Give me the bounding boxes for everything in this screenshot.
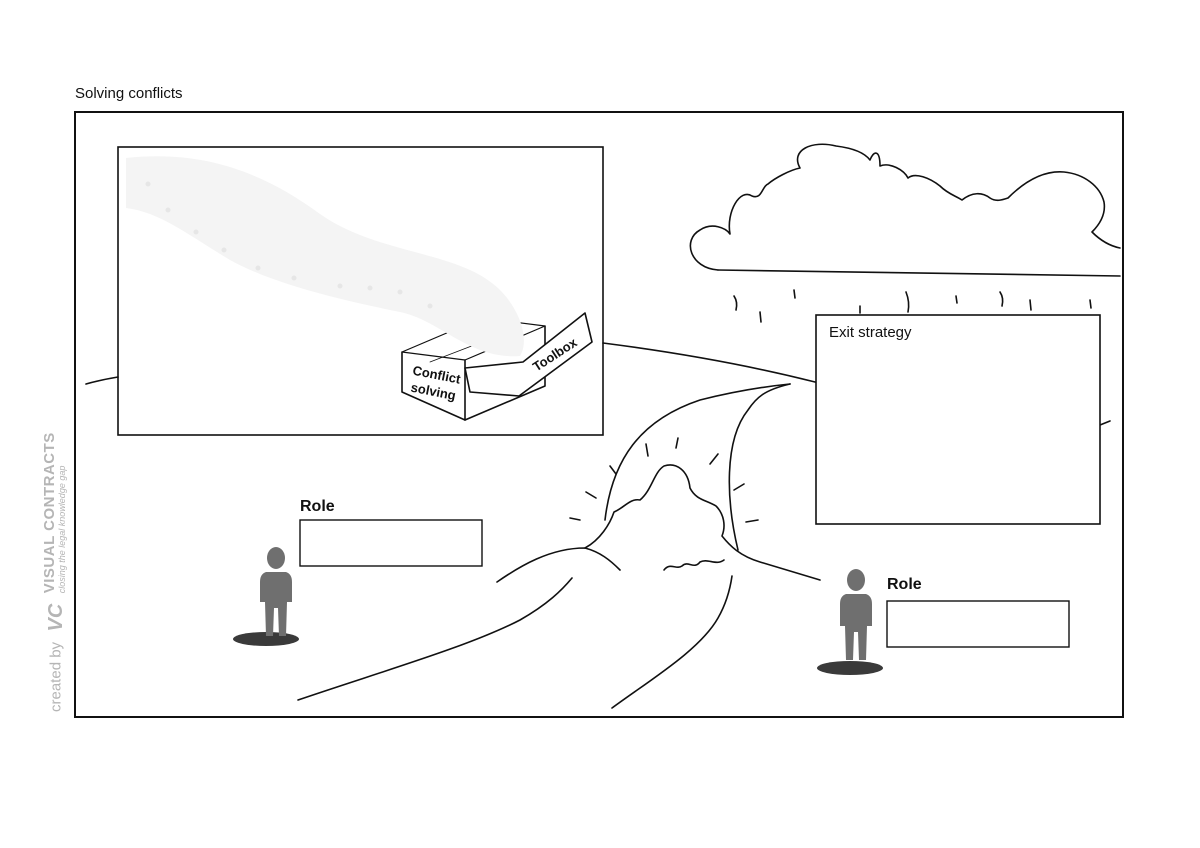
splash-line — [709, 453, 719, 465]
role-right-box — [886, 600, 1070, 648]
exit-strategy-panel — [815, 314, 1101, 525]
rain-drop — [759, 311, 762, 323]
wave-outer-line — [604, 383, 791, 521]
toolbox-panel — [117, 146, 604, 436]
person-left-icon — [233, 547, 299, 646]
rain-drop — [905, 291, 910, 313]
page-title: Solving conflicts — [75, 85, 183, 102]
vc-logo-icon: VC — [44, 603, 67, 632]
role-left-label: Role — [300, 498, 335, 515]
horizon-line-right — [1099, 420, 1111, 426]
rain-drop — [793, 289, 796, 299]
splash-line — [645, 443, 649, 457]
splash-line — [569, 517, 581, 521]
role-left-box — [299, 519, 483, 567]
wave-small — [663, 559, 725, 571]
rain-drop — [955, 295, 958, 304]
role-right-label: Role — [887, 576, 922, 593]
watermark: created by VC VISUAL CONTRACTS closing t… — [41, 432, 68, 712]
watermark-prefix: created by — [47, 641, 65, 712]
watermark-brand: VISUAL CONTRACTS — [41, 432, 58, 594]
person-right-icon — [817, 569, 883, 675]
rain-drop — [999, 291, 1004, 307]
splash-line — [609, 465, 617, 475]
toolbox-icon — [401, 312, 593, 421]
road-hill-left — [496, 547, 621, 583]
rain-drop — [733, 295, 738, 311]
faint-path — [126, 156, 524, 357]
splash-line — [733, 483, 745, 491]
splash-line — [675, 437, 679, 449]
cloud-icon — [689, 143, 1121, 271]
wave-foam — [584, 464, 821, 581]
road-right-edge — [611, 575, 733, 709]
rain-drop — [1089, 299, 1092, 309]
horizon-line-left — [85, 376, 119, 385]
faint-dots — [145, 181, 433, 309]
road-left-edge — [297, 577, 573, 701]
splash-line — [745, 519, 759, 523]
exit-strategy-label: Exit strategy — [829, 324, 912, 341]
hill-line — [602, 342, 816, 383]
wave-inner-line — [728, 383, 791, 551]
rain-drop — [1029, 299, 1032, 311]
canvas-frame — [74, 111, 1124, 718]
splash-line — [585, 491, 597, 499]
cloud-base — [717, 269, 1121, 277]
